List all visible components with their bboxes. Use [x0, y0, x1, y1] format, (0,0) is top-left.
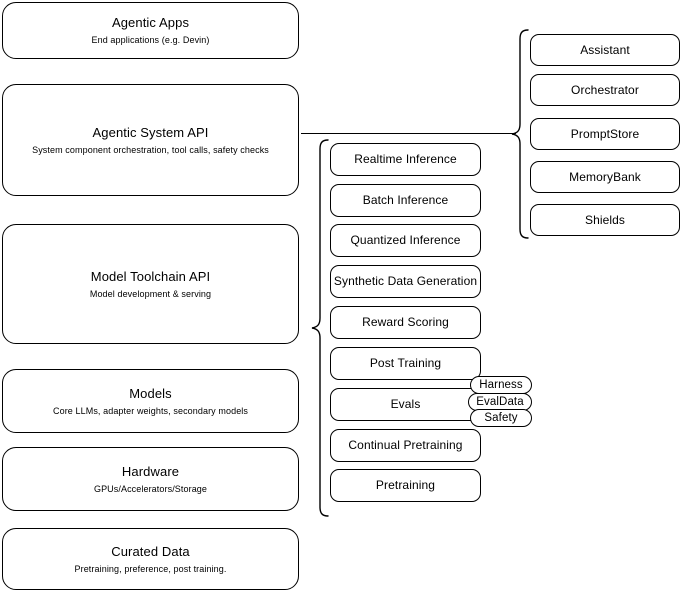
component-batch-inference[interactable]: Batch Inference — [330, 184, 481, 217]
layer-agentic-system-api[interactable]: Agentic System API System component orch… — [2, 84, 299, 196]
layer-curated-data[interactable]: Curated Data Pretraining, preference, po… — [2, 528, 299, 590]
component-label: Continual Pretraining — [348, 438, 463, 452]
layer-agentic-apps[interactable]: Agentic Apps End applications (e.g. Devi… — [2, 2, 299, 59]
component-label: Evals — [390, 397, 421, 411]
layer-subtitle: System component orchestration, tool cal… — [32, 144, 269, 155]
component-promptstore[interactable]: PromptStore — [530, 118, 680, 150]
layer-hardware[interactable]: Hardware GPUs/Accelerators/Storage — [2, 447, 299, 511]
component-orchestrator[interactable]: Orchestrator — [530, 74, 680, 106]
component-label: Post Training — [369, 356, 442, 370]
layer-title: Models — [129, 385, 172, 401]
component-label: Synthetic Data Generation — [333, 274, 478, 288]
component-memorybank[interactable]: MemoryBank — [530, 161, 680, 193]
layer-title: Agentic Apps — [111, 15, 190, 30]
component-post-training[interactable]: Post Training — [330, 347, 481, 380]
layer-subtitle: End applications (e.g. Devin) — [91, 35, 210, 45]
system-components-bracket — [504, 28, 530, 242]
component-pretraining[interactable]: Pretraining — [330, 469, 481, 502]
layer-title: Curated Data — [111, 543, 190, 559]
component-evals[interactable]: Evals — [330, 388, 481, 421]
badge-safety[interactable]: Safety — [470, 409, 532, 427]
layer-subtitle: Model development & serving — [89, 288, 212, 299]
badge-harness[interactable]: Harness — [470, 376, 532, 394]
layer-model-toolchain-api[interactable]: Model Toolchain API Model development & … — [2, 224, 299, 344]
layer-models[interactable]: Models Core LLMs, adapter weights, secon… — [2, 369, 299, 433]
component-label: Batch Inference — [362, 193, 449, 207]
component-label: Quantized Inference — [350, 233, 461, 247]
toolchain-bracket — [304, 138, 330, 518]
component-label: Shields — [584, 212, 626, 227]
component-label: Pretraining — [375, 478, 436, 492]
component-synthetic-data-generation[interactable]: Synthetic Data Generation — [330, 265, 481, 298]
connector-system-api-to-components — [301, 133, 516, 134]
component-label: Realtime Inference — [354, 152, 457, 166]
layer-subtitle: Core LLMs, adapter weights, secondary mo… — [53, 405, 248, 416]
component-label: Orchestrator — [571, 82, 639, 97]
component-label: PromptStore — [570, 126, 640, 141]
layer-subtitle: Pretraining, preference, post training. — [74, 563, 227, 574]
component-quantized-inference[interactable]: Quantized Inference — [330, 224, 481, 257]
component-reward-scoring[interactable]: Reward Scoring — [330, 306, 481, 339]
component-label: Assistant — [580, 42, 630, 57]
component-shields[interactable]: Shields — [530, 204, 680, 236]
component-continual-pretraining[interactable]: Continual Pretraining — [330, 429, 481, 462]
component-assistant[interactable]: Assistant — [530, 34, 680, 66]
badge-label: EvalData — [476, 396, 524, 408]
component-realtime-inference[interactable]: Realtime Inference — [330, 143, 481, 176]
badge-label: Harness — [479, 379, 523, 391]
badge-label: Safety — [484, 412, 518, 424]
layer-title: Model Toolchain API — [90, 268, 211, 284]
layer-title: Agentic System API — [92, 124, 209, 140]
layer-title: Hardware — [121, 463, 180, 479]
component-label: Reward Scoring — [362, 315, 449, 329]
component-label: MemoryBank — [569, 169, 641, 184]
layer-subtitle: GPUs/Accelerators/Storage — [93, 483, 208, 494]
